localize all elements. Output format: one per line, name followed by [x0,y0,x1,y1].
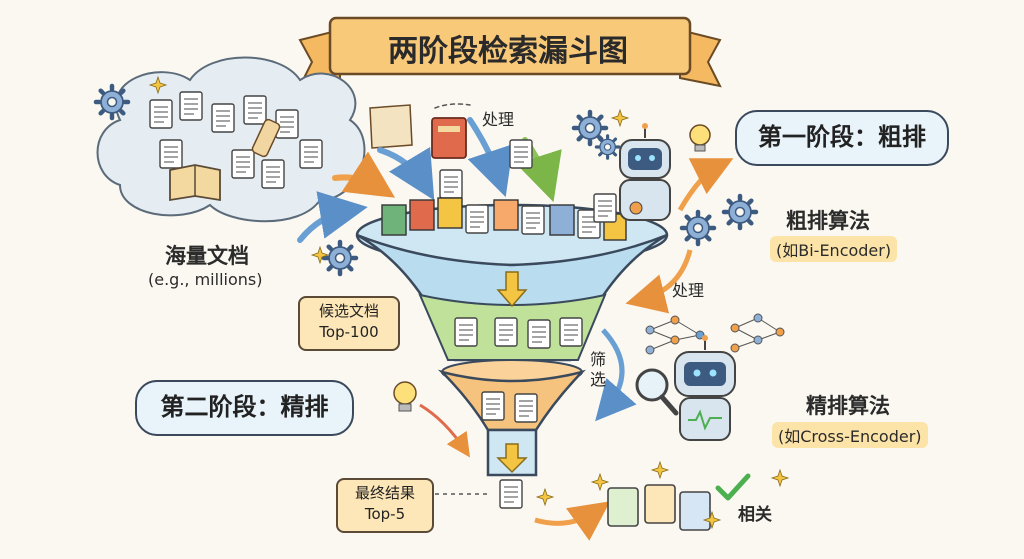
final-label: 最终结果 [354,484,415,502]
process-label-top: 处理 [482,110,515,129]
down-arrow-icon [496,271,528,474]
stage1-bubble: 第一阶段：粗排 [735,110,949,166]
stage2-algorithm-example: (如Cross-Encoder) [772,422,928,448]
stage2-bubble: 第二阶段：精排 [135,380,354,436]
gear-icon [594,134,621,160]
neural-network-icon [730,313,785,353]
stage2-algorithm: 精排算法 [806,394,890,418]
magnifier-icon [635,368,679,416]
title-banner [298,16,722,88]
book-icon [169,164,221,202]
scroll-icon [251,104,413,158]
page-title: 两阶段检索漏斗图 [388,34,628,69]
neural-network-icon [645,315,705,355]
process-label-right: 处理 [672,281,705,300]
document-icon [499,479,523,509]
lightbulb-icon [689,124,711,152]
gear-icon [724,196,756,228]
final-tag: 最终结果 Top-5 [336,478,434,533]
final-arrow [534,501,611,541]
stage2-arrow [419,403,470,458]
cloud-icon [96,56,366,223]
book-icon [431,117,467,159]
stage1-algorithm-example: (如Bi-Encoder) [770,236,898,262]
checkmark-icon [715,473,751,501]
corpus-sublabel: (e.g., millions) [148,270,263,289]
gear-icon [96,86,128,118]
final-count: Top-5 [364,505,406,523]
relevant-label: 相关 [738,505,772,525]
robot-icon [593,123,671,223]
gear-icon [682,212,714,244]
process-arrow [625,249,693,314]
filter-arrow [595,328,637,422]
stage1-algorithm: 粗排算法 [786,209,870,233]
corpus-label: 海量文档 [165,244,249,268]
stage1-arrow [677,158,734,212]
candidates-count: Top-100 [319,323,379,341]
lightbulb-icon [393,381,417,412]
gear-icon [324,242,356,274]
document-icon [607,484,711,531]
robot-icon [674,335,736,441]
filter-label: 筛选 [590,350,607,389]
candidates-label: 候选文档 [318,302,379,320]
candidates-tag: 候选文档 Top-100 [298,296,400,351]
